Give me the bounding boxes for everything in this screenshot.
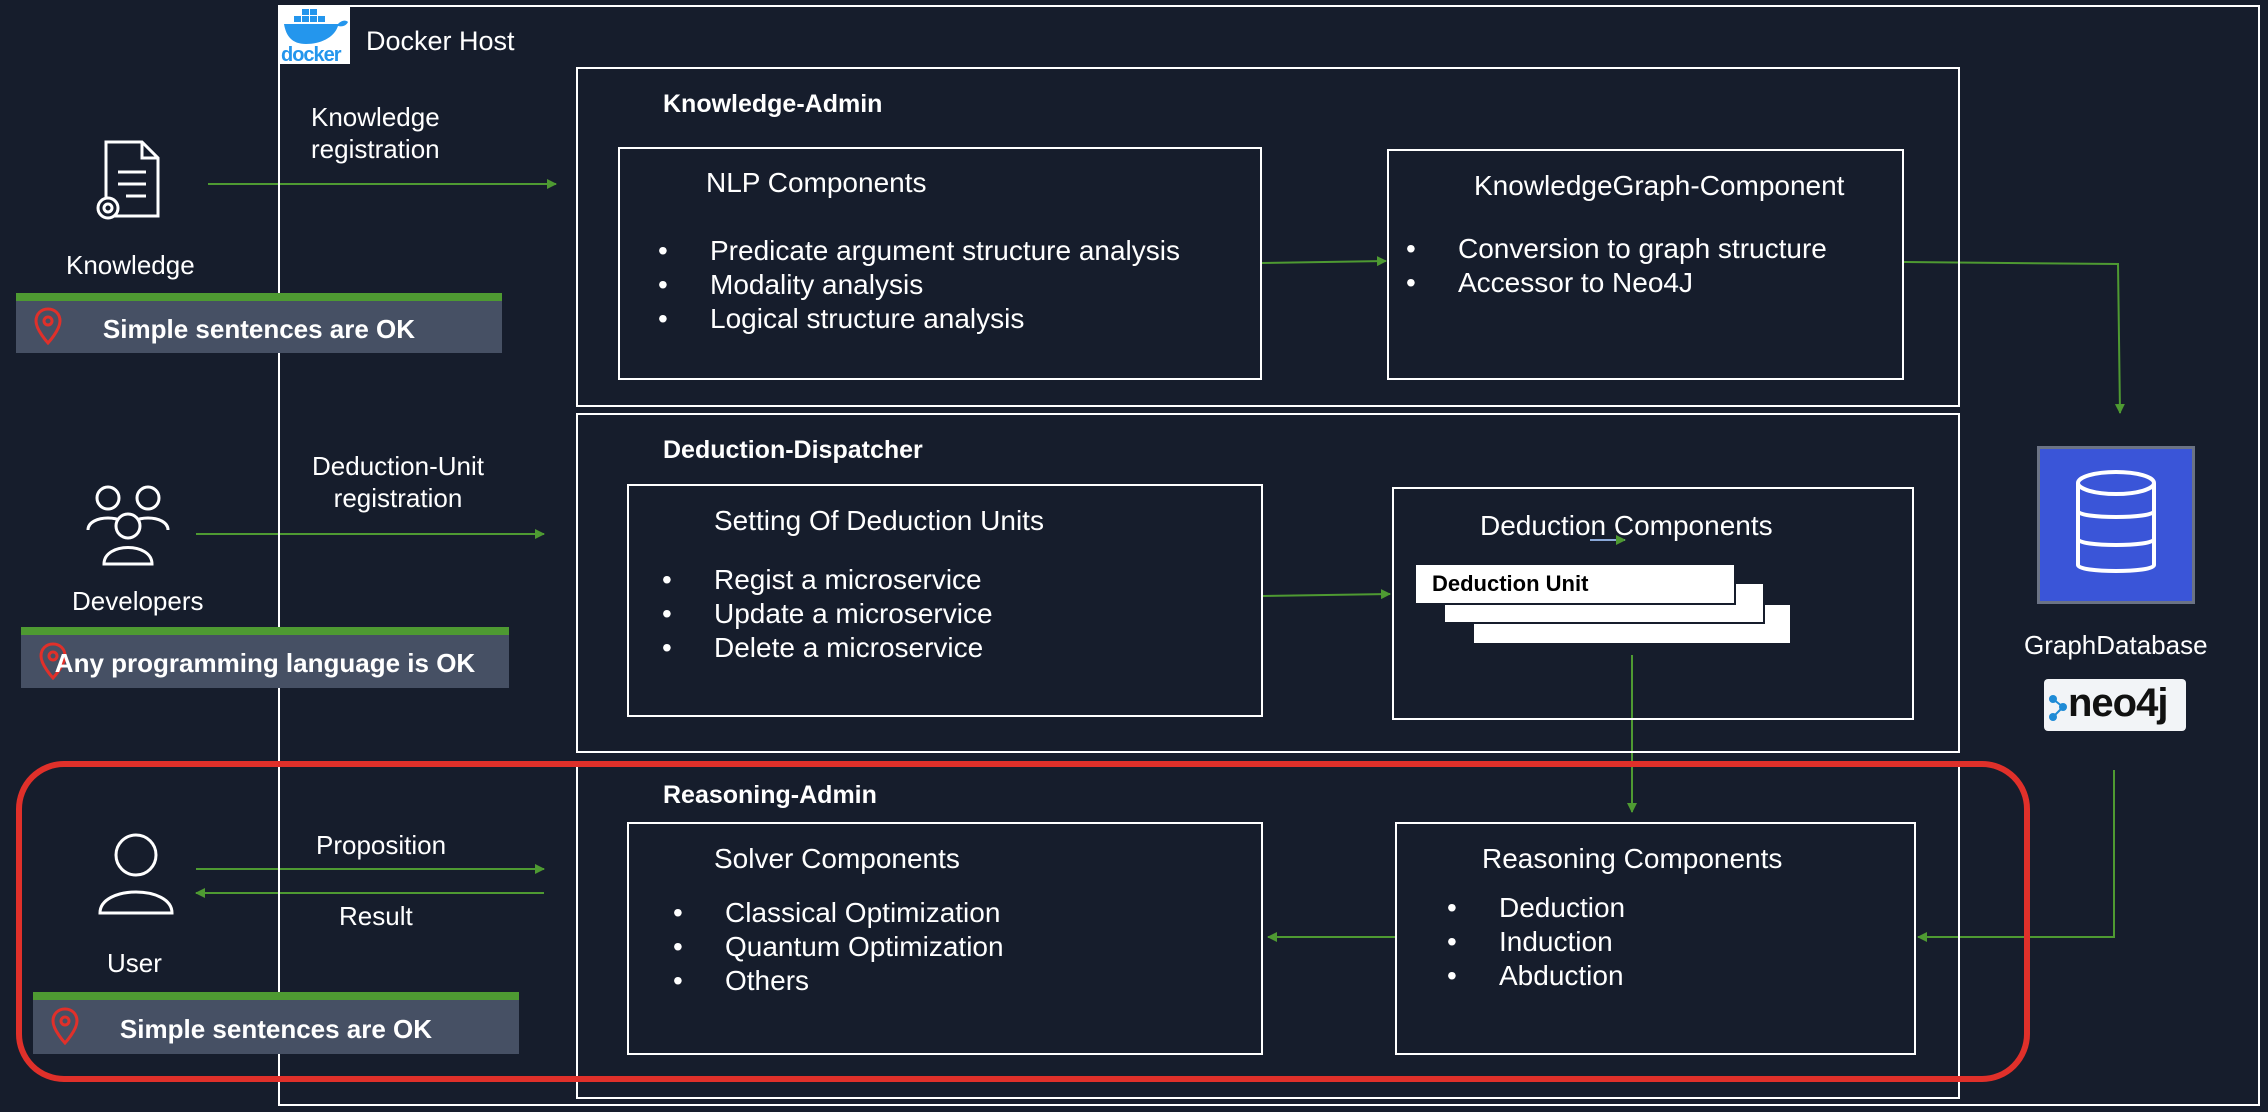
reasoning-components-box	[1395, 822, 1916, 1055]
reasoning-components-title: Reasoning Components	[1482, 843, 1783, 874]
list-item: Induction	[1447, 925, 1625, 959]
reasoning-components-list: Deduction Induction Abduction	[1447, 891, 1625, 993]
graph-database-tile	[2037, 446, 2195, 604]
developers-group-icon	[86, 485, 170, 566]
deduction-unit-card-front: Deduction Unit	[1414, 563, 1736, 605]
deduction-components-title: Deduction Components	[1480, 510, 1773, 541]
arrow-setting-to-components	[1261, 589, 1391, 600]
knowledgegraph-component-box	[1387, 149, 1904, 380]
list-item: Regist a microservice	[662, 563, 993, 597]
list-item: Conversion to graph structure	[1406, 232, 1827, 266]
setting-of-deduction-units-title: Setting Of Deduction Units	[714, 505, 1044, 536]
knowledge-admin-title: Knowledge-Admin	[663, 90, 883, 118]
deduction-unit-registration-label: Deduction-Unit registration	[312, 451, 484, 513]
reasoning-admin-title: Reasoning-Admin	[663, 781, 877, 809]
arrow-graphdb-to-reasoning	[1917, 770, 2115, 942]
deduction-unit-label: Deduction Unit	[1432, 571, 1589, 596]
solver-components-title: Solver Components	[714, 843, 960, 874]
knowledgegraph-component-list: Conversion to graph structure Accessor t…	[1406, 232, 1827, 300]
list-item: Predicate argument structure analysis	[658, 234, 1180, 268]
knowledge-document-gear-icon	[96, 140, 160, 220]
list-item: Delete a microservice	[662, 631, 993, 665]
knowledge-label: Knowledge	[66, 250, 195, 280]
setting-of-deduction-units-box	[627, 484, 1263, 717]
database-cylinder-icon	[2076, 470, 2156, 573]
reasoning-highlight-frame	[16, 761, 2030, 1082]
proposition-label: Proposition	[316, 830, 447, 860]
list-item: Classical Optimization	[673, 896, 1004, 930]
solver-components-list: Classical Optimization Quantum Optimizat…	[673, 896, 1004, 998]
location-pin-icon	[51, 1007, 79, 1045]
list-item: Others	[673, 964, 1004, 998]
knowledge-callout: Simple sentences are OK	[16, 293, 502, 353]
neo4j-logo-text: neo4j	[2068, 681, 2168, 725]
arrow-nlp-to-kg	[1261, 256, 1387, 267]
user-label: User	[107, 948, 162, 978]
deduction-dispatcher-panel	[576, 413, 1960, 753]
list-item: Deduction	[1447, 891, 1625, 925]
user-callout-text: Simple sentences are OK	[119, 1014, 433, 1044]
list-item: Modality analysis	[658, 268, 1180, 302]
docker-whale-icon	[284, 9, 348, 44]
setting-of-deduction-units-list: Regist a microservice Update a microserv…	[662, 563, 993, 665]
developers-callout: Any programming language is OK	[21, 627, 509, 688]
deduction-components-box	[1392, 487, 1914, 720]
knowledge-admin-panel	[576, 67, 1960, 407]
list-item: Quantum Optimization	[673, 930, 1004, 964]
list-item: Logical structure analysis	[658, 302, 1180, 336]
neo4j-logo: neo4j	[2044, 679, 2186, 731]
developers-label: Developers	[72, 586, 204, 616]
user-person-icon	[98, 833, 174, 915]
user-callout: Simple sentences are OK	[33, 992, 519, 1054]
docker-logo: docker	[280, 6, 350, 66]
knowledgegraph-component-title: KnowledgeGraph-Component	[1474, 170, 1845, 201]
developers-callout-text: Any programming language is OK	[54, 648, 476, 678]
deduction-dispatcher-title: Deduction-Dispatcher	[663, 436, 923, 464]
nlp-components-title: NLP Components	[706, 167, 927, 198]
nlp-components-box	[618, 147, 1262, 380]
list-item: Update a microservice	[662, 597, 993, 631]
list-item: Abduction	[1447, 959, 1625, 993]
docker-host-frame	[278, 5, 2260, 1106]
knowledge-callout-text: Simple sentences are OK	[102, 314, 416, 344]
graph-database-label: GraphDatabase	[2024, 630, 2208, 660]
docker-logo-text: docker	[281, 44, 342, 66]
solver-components-box	[627, 822, 1263, 1055]
knowledge-registration-label: Knowledge registration	[311, 102, 440, 164]
location-pin-icon	[39, 642, 67, 680]
docker-host-title: Docker Host	[366, 26, 515, 56]
nlp-components-list: Predicate argument structure analysis Mo…	[658, 234, 1180, 336]
list-item: Accessor to Neo4J	[1406, 266, 1827, 300]
arrow-kg-to-graphdb	[1903, 261, 2125, 414]
neo4j-graph-icon	[2049, 695, 2067, 721]
result-label: Result	[339, 901, 413, 931]
location-pin-icon	[34, 307, 62, 345]
